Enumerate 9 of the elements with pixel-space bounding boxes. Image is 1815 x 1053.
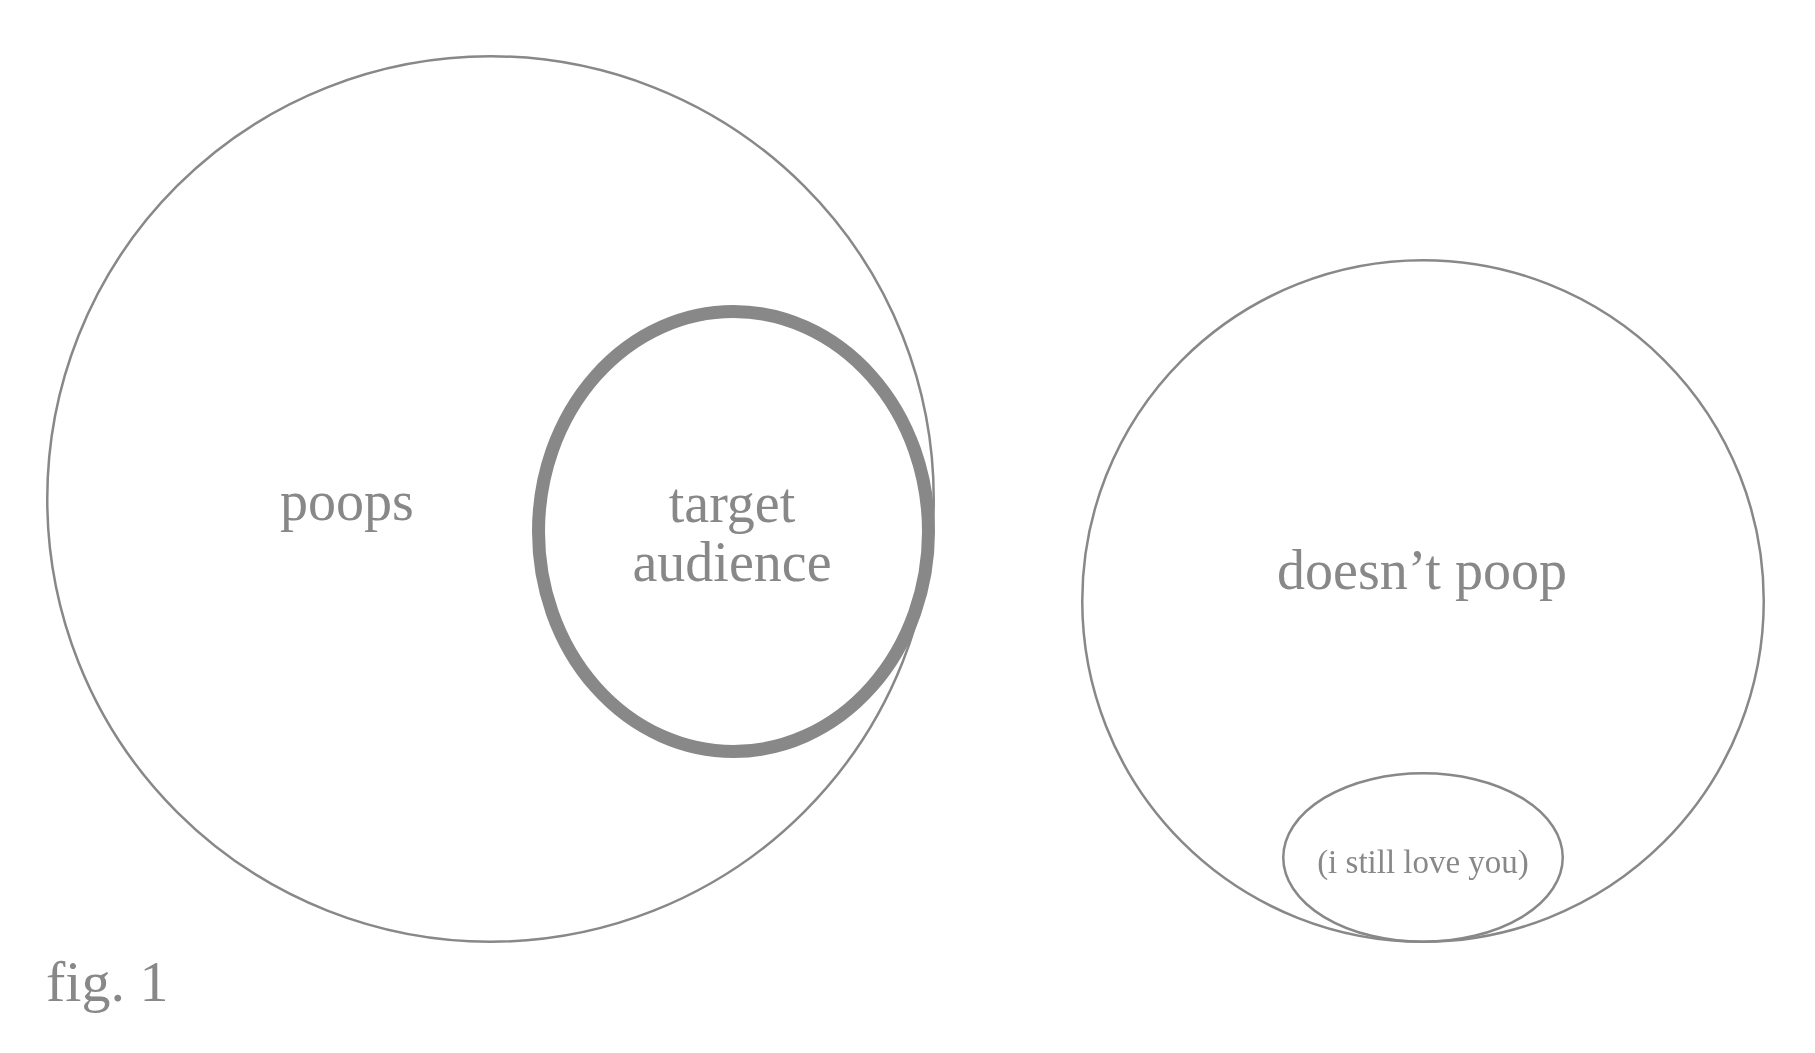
set-label: (i still love you) bbox=[1317, 844, 1529, 880]
set-label: poops bbox=[280, 471, 414, 531]
set-circle bbox=[1081, 259, 1765, 943]
figure-caption: fig. 1 bbox=[46, 948, 169, 1015]
set-label: target audience bbox=[631, 474, 833, 592]
set-circle bbox=[46, 55, 935, 943]
set-label: doesn’t poop bbox=[1277, 540, 1567, 600]
subset-ellipse bbox=[1282, 772, 1564, 943]
subset-ellipse bbox=[532, 305, 935, 758]
